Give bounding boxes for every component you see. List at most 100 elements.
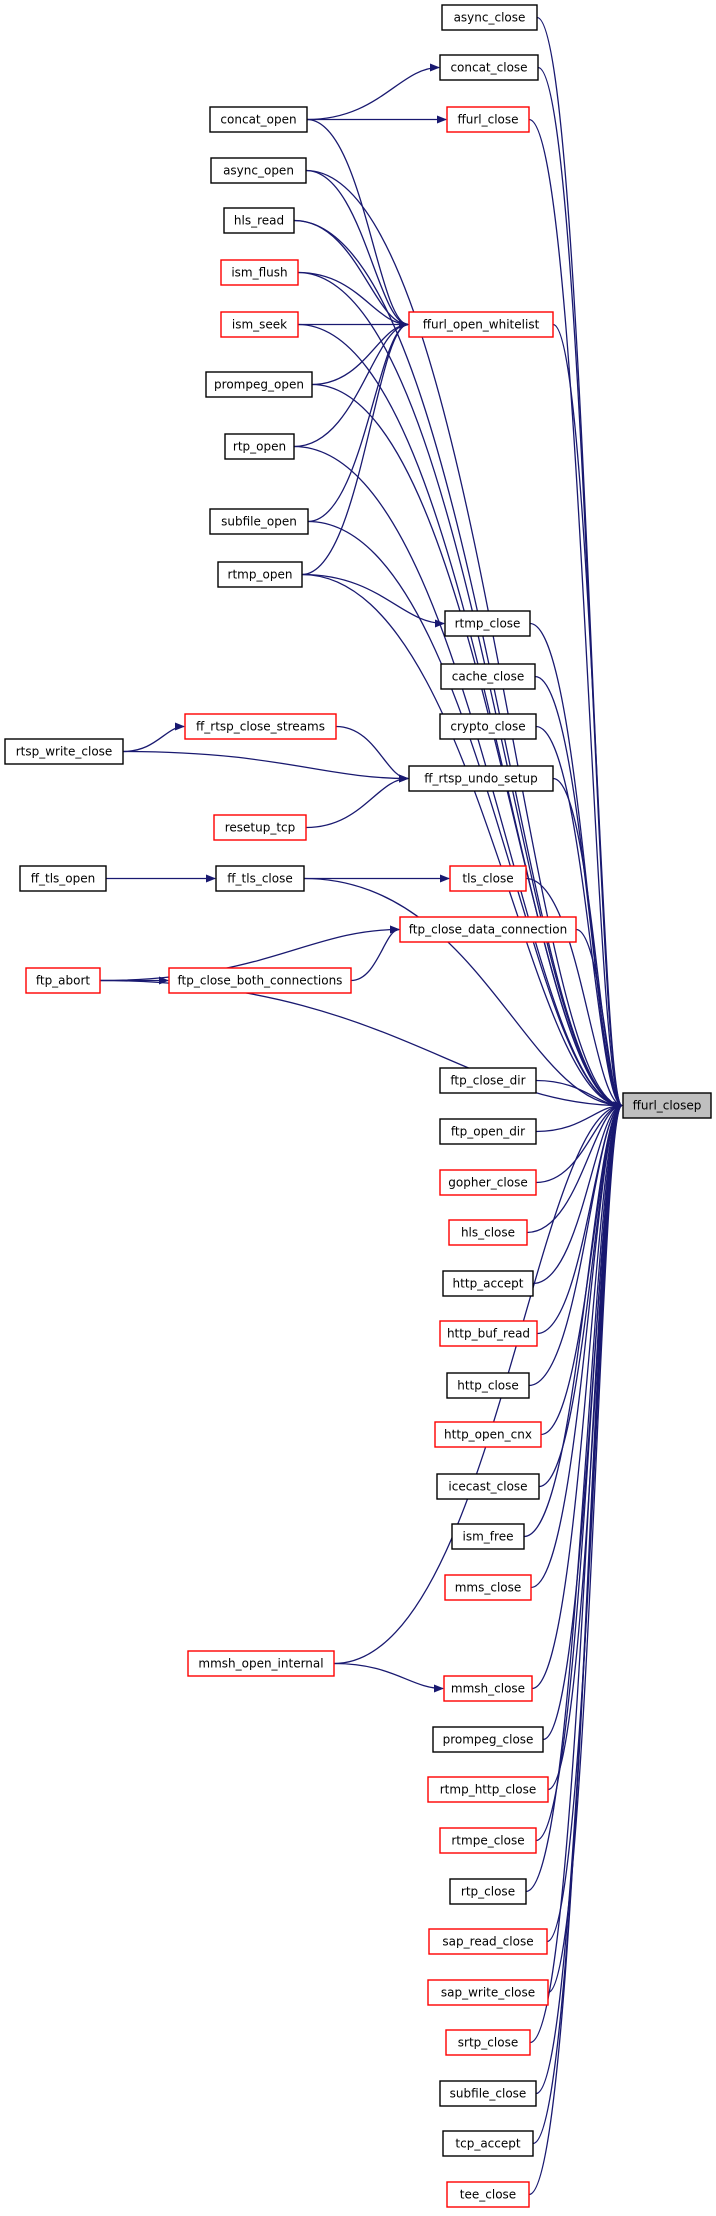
node-ism-free[interactable]: ism_free [451, 1523, 525, 1550]
node-ffurl-close[interactable]: ffurl_close [446, 106, 530, 133]
node-label: rtmp_open [228, 568, 293, 582]
edge-tls_close-to-ffurl_closep [525, 877, 623, 1110]
node-async-close[interactable]: async_close [441, 4, 538, 31]
node-label: resetup_tcp [225, 821, 296, 835]
edge-hls_read-to-ffurl_open_whitelist [293, 219, 409, 329]
edge-ftp_abort-to-ffurl_closep [99, 979, 623, 1110]
node-ff-rtsp-close-streams[interactable]: ff_rtsp_close_streams [184, 713, 337, 740]
edge-subfile_open-to-ffurl_open_whitelist [307, 320, 409, 523]
node-ffurl-open-whitelist[interactable]: ffurl_open_whitelist [408, 311, 554, 338]
node-concat-close[interactable]: concat_close [439, 54, 539, 81]
node-prompeg-open[interactable]: prompeg_open [205, 371, 313, 398]
edge-ff_rtsp_close_streams-to-ff_rtsp_undo_setup [335, 725, 409, 783]
node-label: rtp_close [461, 1885, 515, 1899]
node-label: icecast_close [448, 1480, 527, 1494]
node-ff-tls-close[interactable]: ff_tls_close [215, 865, 305, 892]
node-box [440, 663, 536, 690]
node-hls-close[interactable]: hls_close [448, 1219, 528, 1246]
node-async-open[interactable]: async_open [210, 157, 307, 184]
node-label: ism_seek [232, 318, 287, 332]
node-ftp-close-data-connection[interactable]: ftp_close_data_connection [399, 916, 577, 943]
node-ff-tls-open[interactable]: ff_tls_open [19, 865, 107, 892]
node-ftp-close-both-connections[interactable]: ftp_close_both_connections [168, 967, 352, 994]
node-label: concat_close [450, 61, 527, 75]
edge-mms_close-to-ffurl_closep [530, 1101, 623, 1589]
node-ism-flush[interactable]: ism_flush [220, 259, 299, 286]
node-ff-rtsp-undo-setup[interactable]: ff_rtsp_undo_setup [408, 765, 554, 792]
node-box [25, 967, 101, 994]
node-label: ff_tls_close [227, 872, 292, 886]
node-rtmp-close[interactable]: rtmp_close [444, 610, 531, 637]
node-mmsh-open-internal[interactable]: mmsh_open_internal [187, 1650, 335, 1677]
node-label: sap_read_close [442, 1935, 533, 1949]
node-box [184, 713, 337, 740]
node-concat-open[interactable]: concat_open [209, 106, 308, 133]
node-cache-close[interactable]: cache_close [440, 663, 536, 690]
node-box [427, 1979, 549, 2006]
edge-rtp_open-to-ffurl_open_whitelist [293, 320, 409, 448]
node-label: rtmp_close [455, 617, 521, 631]
node-rtp-open[interactable]: rtp_open [224, 433, 295, 460]
node-icecast-close[interactable]: icecast_close [436, 1473, 540, 1500]
node-sap-read-close[interactable]: sap_read_close [428, 1928, 548, 1955]
node-label: mmsh_open_internal [198, 1657, 323, 1671]
node-box [439, 1118, 537, 1145]
node-label: gopher_close [448, 1176, 527, 1190]
node-label: tcp_accept [455, 2137, 520, 2151]
node-mmsh-close[interactable]: mmsh_close [443, 1675, 533, 1702]
node-resetup-tcp[interactable]: resetup_tcp [213, 814, 307, 841]
edge-prompeg_open-to-ffurl_closep [311, 383, 623, 1110]
node-tls-close[interactable]: tls_close [449, 865, 527, 892]
node-rtmpe-close[interactable]: rtmpe_close [439, 1827, 537, 1854]
node-label: http_close [457, 1379, 519, 1393]
node-box [444, 1574, 532, 1601]
node-ftp-close-dir[interactable]: ftp_close_dir [439, 1067, 537, 1094]
node-box [439, 54, 539, 81]
node-ftp-abort[interactable]: ftp_abort [25, 967, 101, 994]
node-label: ftp_close_data_connection [409, 923, 567, 937]
node-box [210, 157, 307, 184]
node-srtp-close[interactable]: srtp_close [445, 2029, 531, 2056]
node-http-open-cnx[interactable]: http_open_cnx [434, 1421, 542, 1448]
node-box [451, 1523, 525, 1550]
node-label: ftp_close_dir [450, 1074, 525, 1088]
edge-concat_open-to-ffurl_open_whitelist [306, 118, 409, 329]
node-http-accept[interactable]: http_accept [442, 1270, 534, 1297]
node-sap-write-close[interactable]: sap_write_close [427, 1979, 549, 2006]
node-subfile-open[interactable]: subfile_open [209, 508, 309, 535]
node-box [439, 713, 537, 740]
node-rtmp-open[interactable]: rtmp_open [217, 561, 303, 588]
node-box [444, 610, 531, 637]
edge-rtmp_open-to-ffurl_open_whitelist [301, 320, 409, 576]
node-hls-read[interactable]: hls_read [223, 207, 295, 234]
node-mms-close[interactable]: mms_close [444, 1574, 532, 1601]
node-label: http_open_cnx [444, 1428, 532, 1442]
node-box [449, 865, 527, 892]
node-rtsp-write-close[interactable]: rtsp_write_close [4, 738, 124, 765]
node-prompeg-close[interactable]: prompeg_close [432, 1726, 544, 1753]
node-subfile-close[interactable]: subfile_close [439, 2080, 537, 2107]
node-rtmp-http-close[interactable]: rtmp_http_close [427, 1776, 549, 1803]
node-label: sap_write_close [441, 1986, 535, 2000]
edge-rtmp_close-to-ffurl_closep [529, 622, 623, 1110]
node-label: async_open [223, 164, 294, 178]
node-box [442, 2130, 534, 2157]
node-box [439, 1067, 537, 1094]
node-gopher-close[interactable]: gopher_close [439, 1169, 537, 1196]
node-http-buf-read[interactable]: http_buf_read [439, 1320, 538, 1347]
node-box [187, 1650, 335, 1677]
node-tcp-accept[interactable]: tcp_accept [442, 2130, 534, 2157]
node-rtp-close[interactable]: rtp_close [449, 1878, 527, 1905]
node-label: mmsh_close [451, 1682, 525, 1696]
node-ffurl-closep[interactable]: ffurl_closep [622, 1092, 712, 1119]
node-label: subfile_close [450, 2087, 527, 2101]
node-box [205, 371, 313, 398]
node-ftp-open-dir[interactable]: ftp_open_dir [439, 1118, 537, 1145]
edge-async_open-to-ffurl_closep [305, 169, 623, 1110]
node-ism-seek[interactable]: ism_seek [220, 311, 299, 338]
node-label: hls_close [461, 1226, 515, 1240]
node-label: crypto_close [450, 720, 525, 734]
node-crypto-close[interactable]: crypto_close [439, 713, 537, 740]
node-http-close[interactable]: http_close [446, 1372, 530, 1399]
node-tee-close[interactable]: tee_close [446, 2181, 530, 2208]
